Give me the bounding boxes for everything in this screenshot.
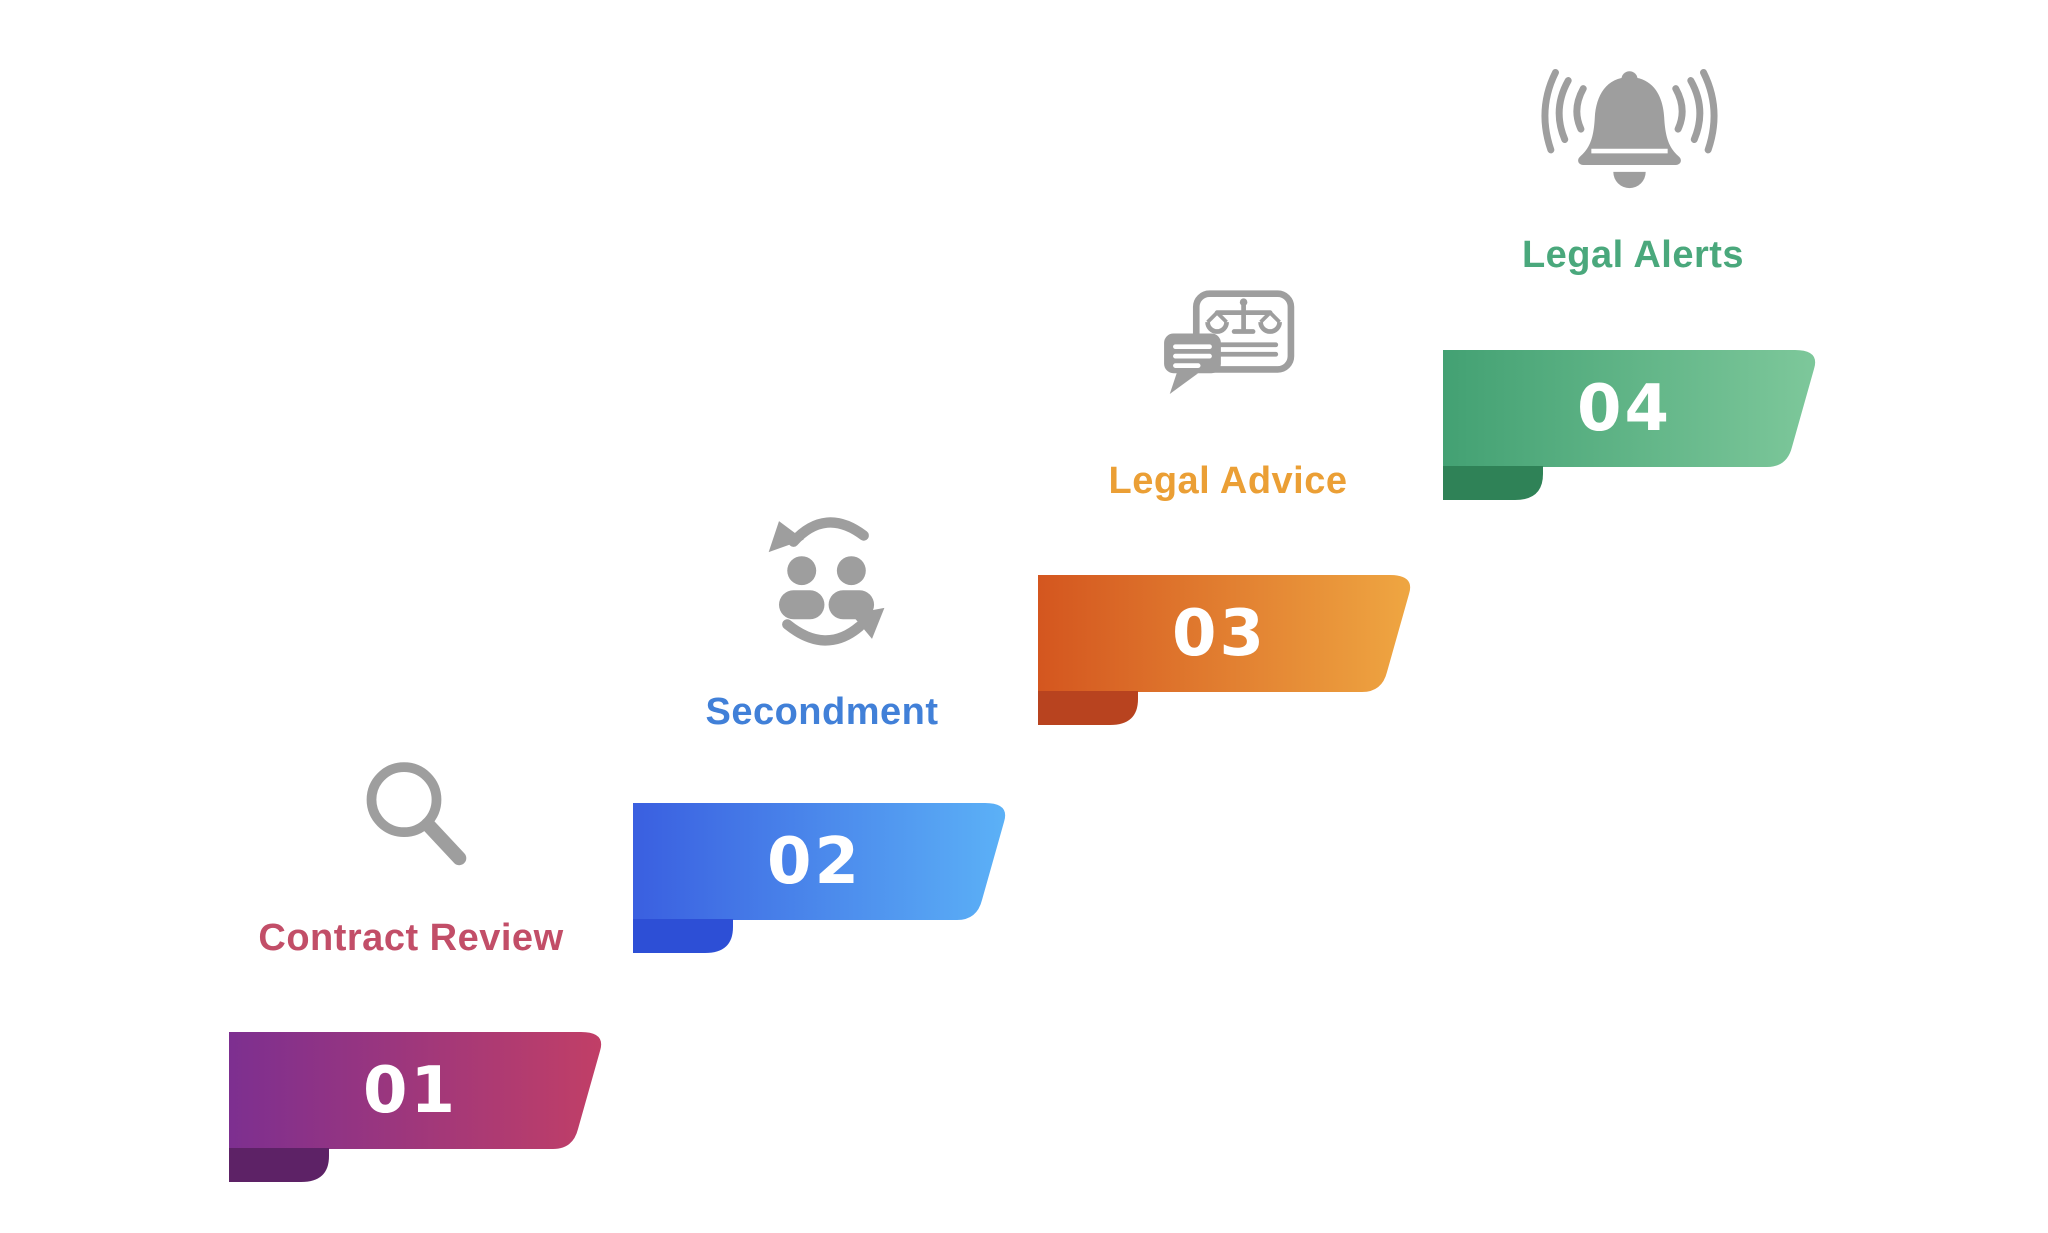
bell-icon <box>1537 62 1722 217</box>
legal-chat-icon <box>1155 288 1300 430</box>
magnifier-icon <box>352 752 482 882</box>
step-banner: 04 <box>1443 350 1820 467</box>
step-number: 02 <box>766 824 863 899</box>
banner-fold <box>229 1148 329 1182</box>
step-banner: 02 <box>633 803 1010 920</box>
step-number: 03 <box>1171 596 1268 671</box>
people-exchange-icon <box>748 497 903 665</box>
step-label: Contract Review <box>258 917 564 959</box>
banner-fold <box>1038 691 1138 725</box>
step-label: Legal Alerts <box>1521 234 1745 276</box>
step-label: Legal Advice <box>1108 460 1348 502</box>
banner-fold <box>1443 466 1543 500</box>
step-label: Secondment <box>705 691 939 733</box>
step-number: 04 <box>1576 371 1673 446</box>
banner-fold <box>633 919 733 953</box>
step-number: 01 <box>362 1053 459 1128</box>
step-banner: 01 <box>229 1032 606 1149</box>
step-banner: 03 <box>1038 575 1415 692</box>
